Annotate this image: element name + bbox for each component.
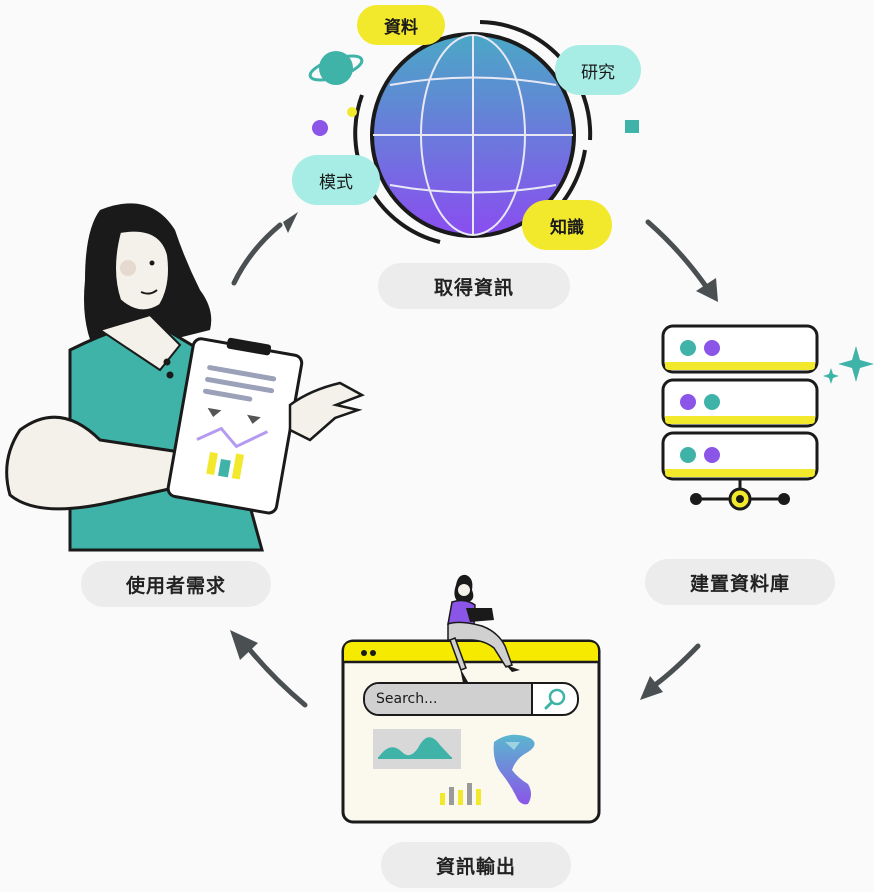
arrow-output-to-needs <box>247 647 308 708</box>
step-user-needs: 使用者需求 <box>81 561 271 607</box>
globe <box>353 20 593 244</box>
search-icon <box>544 688 566 710</box>
search-input[interactable]: Search... <box>365 684 533 714</box>
search-button[interactable] <box>533 684 577 714</box>
sitting-woman-figure <box>447 574 520 683</box>
decor-dot <box>312 120 328 136</box>
database-row <box>661 378 819 428</box>
decor-dot <box>347 107 357 117</box>
step-build-database: 建置資料庫 <box>645 559 835 605</box>
step-info-output: 資訊輸出 <box>381 842 571 888</box>
tag-data: 資料 <box>357 5 445 45</box>
browser-window <box>341 639 601 824</box>
step-acquire-info: 取得資訊 <box>378 263 570 309</box>
search-bar[interactable]: Search... <box>363 682 579 716</box>
arrow-database-to-output <box>652 643 701 688</box>
cycle-arrows <box>230 212 718 708</box>
arrow-needs-to-acquire <box>231 222 283 286</box>
tag-pattern: 模式 <box>292 155 380 205</box>
database-row <box>661 431 819 481</box>
tag-knowledge: 知識 <box>522 200 612 250</box>
sparkle-icon <box>823 346 874 384</box>
database-row <box>661 324 819 374</box>
tag-research: 研究 <box>555 45 641 95</box>
arrow-acquire-to-database <box>645 219 708 288</box>
planet-icon <box>308 51 364 85</box>
document-lines-icon <box>600 120 656 208</box>
database-stack <box>661 324 819 511</box>
woman-with-clipboard-figure <box>5 203 365 552</box>
